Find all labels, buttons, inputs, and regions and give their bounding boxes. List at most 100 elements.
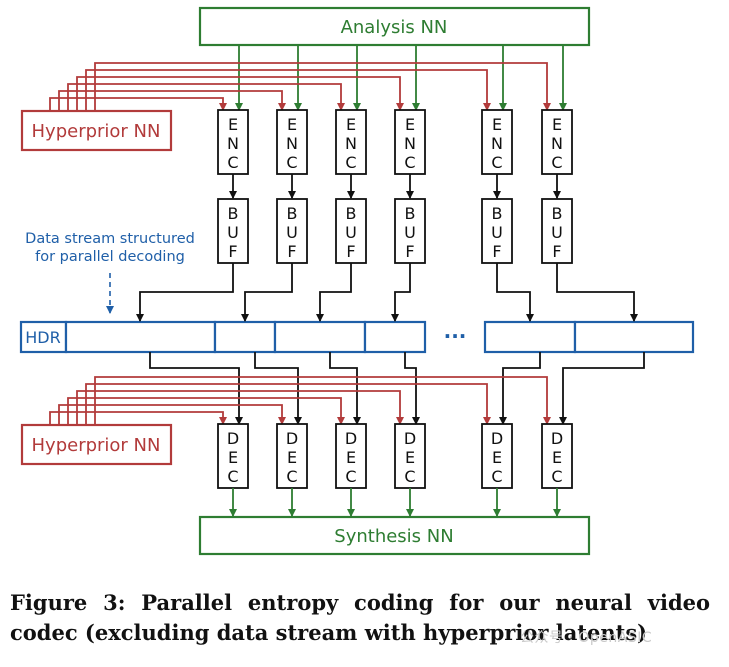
- dec-box-letter: D: [286, 429, 298, 448]
- buf-box-letter: B: [405, 204, 416, 223]
- buf-to-stream-arrow: [391, 263, 411, 322]
- dec-box-letter: D: [227, 429, 239, 448]
- hyperprior-to-dec-arrow: [58, 404, 286, 425]
- dec-box-letter: E: [492, 448, 502, 467]
- enc-box: [394, 109, 426, 175]
- hyperprior-to-enc-arrow: [94, 62, 551, 111]
- enc-box-letter: C: [551, 153, 562, 172]
- buf-box-letter: U: [491, 223, 503, 242]
- stream-segment-2: [213, 320, 277, 354]
- dec-box-letter: E: [405, 448, 415, 467]
- annotation-line-1: Data stream structured: [25, 231, 195, 247]
- enc-box-letter: N: [345, 134, 357, 153]
- buf-box-letter: U: [227, 223, 239, 242]
- enc-box: [481, 109, 513, 175]
- annotation-line-2: for parallel decoding: [35, 249, 185, 265]
- dec-box: [217, 423, 249, 489]
- dec-box-letter: C: [551, 467, 562, 486]
- buf-box-letter: U: [345, 223, 357, 242]
- dec-box-letter: D: [551, 429, 563, 448]
- enc-box-letter: E: [492, 115, 502, 134]
- dec-box-letter: C: [227, 467, 238, 486]
- dec-box: [335, 423, 367, 489]
- stream-segment-1: [64, 320, 217, 354]
- ellipsis: ···: [444, 324, 467, 348]
- buf-box-letter: F: [346, 242, 355, 261]
- hyperprior-to-dec-arrow: [67, 397, 345, 425]
- stream-to-dec-arrow: [149, 352, 243, 425]
- dec-box: [276, 423, 308, 489]
- buf-box-letter: B: [228, 204, 239, 223]
- dec-box-letter: C: [345, 467, 356, 486]
- enc-box-letter: N: [286, 134, 298, 153]
- dec-box: [481, 423, 513, 489]
- buf-box-letter: B: [346, 204, 357, 223]
- buf-box: [541, 198, 573, 264]
- buf-to-stream-arrow: [136, 263, 234, 322]
- synthesis-nn-label: Synthesis NN: [334, 526, 453, 547]
- data-stream-bar: HDR ···: [19, 320, 695, 354]
- hyperprior-to-dec-arrow: [85, 383, 491, 425]
- dec-box-letter: E: [228, 448, 238, 467]
- enc-box-letter: C: [345, 153, 356, 172]
- hyperprior-nn-top-block: Hyperprior NN: [20, 109, 173, 152]
- enc-box-letter: N: [491, 134, 503, 153]
- enc-box-letter: N: [227, 134, 239, 153]
- hdr-label: HDR: [25, 328, 60, 347]
- buf-to-stream-arrow: [556, 263, 638, 322]
- enc-box: [541, 109, 573, 175]
- enc-box-letter: E: [346, 115, 356, 134]
- hyperprior-to-dec-arrow: [94, 376, 551, 425]
- dec-box-letter: E: [552, 448, 562, 467]
- dec-box-letter: D: [491, 429, 503, 448]
- dec-box-letter: E: [287, 448, 297, 467]
- stream-to-dec-arrow: [329, 352, 361, 425]
- stream-segment-4: [363, 320, 427, 354]
- stream-segment-6: [573, 320, 695, 354]
- synthesis-nn-block: Synthesis NN: [198, 515, 591, 556]
- buf-to-stream-arrow: [241, 263, 293, 322]
- enc-box-letter: E: [287, 115, 297, 134]
- stream-segment-3: [273, 320, 367, 354]
- buf-box-letter: B: [287, 204, 298, 223]
- stream-to-dec-arrow: [254, 352, 302, 425]
- buf-to-stream-arrow: [316, 263, 352, 322]
- hyperprior-nn-bottom-block: Hyperprior NN: [20, 423, 173, 466]
- buf-box-letter: U: [286, 223, 298, 242]
- enc-box-letter: C: [286, 153, 297, 172]
- entropy-coding-diagram: Analysis NN Synthesis NN Hyperprior NN H…: [19, 6, 695, 556]
- stream-to-dec-arrow: [499, 352, 541, 425]
- hyperprior-to-enc-arrow: [49, 97, 227, 111]
- buf-box-letter: F: [228, 242, 237, 261]
- enc-box-letter: E: [405, 115, 415, 134]
- stream-to-dec-arrow: [404, 352, 420, 425]
- buf-box: [276, 198, 308, 264]
- enc-box-letter: E: [228, 115, 238, 134]
- enc-box-letter: N: [551, 134, 563, 153]
- buf-box-letter: U: [551, 223, 563, 242]
- dec-box-letter: E: [346, 448, 356, 467]
- dec-box-letter: C: [286, 467, 297, 486]
- buf-box-letter: F: [492, 242, 501, 261]
- enc-box: [217, 109, 249, 175]
- hyperprior-to-enc-arrow: [58, 90, 286, 111]
- enc-box-letter: N: [404, 134, 416, 153]
- analysis-nn-label: Analysis NN: [341, 17, 448, 38]
- dec-box-letter: D: [404, 429, 416, 448]
- stream-segment-5: [483, 320, 577, 354]
- enc-box-letter: C: [491, 153, 502, 172]
- hyperprior-to-enc-arrow: [76, 76, 404, 111]
- hyperprior-nn-top-label: Hyperprior NN: [32, 121, 161, 142]
- buf-to-stream-arrow: [496, 263, 534, 322]
- dec-box-letter: D: [345, 429, 357, 448]
- stream-to-dec-arrow: [559, 352, 645, 425]
- figure-caption: Figure 3: Parallel entropy coding for ou…: [10, 590, 710, 645]
- watermark: 公众号 · OpenASIC: [520, 630, 653, 646]
- dec-box-letter: C: [491, 467, 502, 486]
- analysis-nn-block: Analysis NN: [198, 6, 591, 47]
- buf-box: [217, 198, 249, 264]
- hyperprior-nn-bottom-label: Hyperprior NN: [32, 435, 161, 456]
- hyperprior-to-dec-arrow: [49, 411, 227, 425]
- enc-box-letter: C: [227, 153, 238, 172]
- hyperprior-to-enc-arrow: [85, 69, 491, 111]
